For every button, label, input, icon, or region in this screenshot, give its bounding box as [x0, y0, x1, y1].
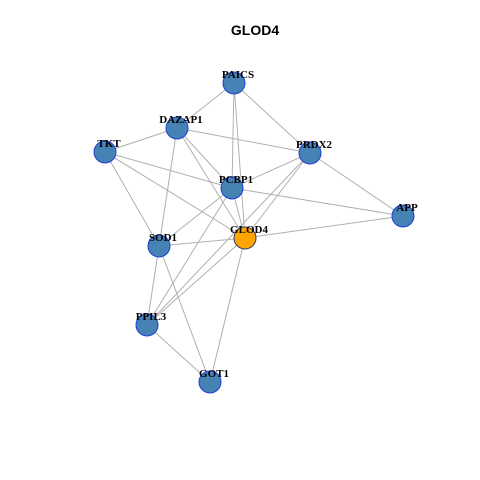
edge-paics-prdx2	[233, 82, 311, 154]
node-label-sod1: SOD1	[149, 232, 177, 244]
edge-tkt-sod1	[104, 151, 160, 247]
edge-pcbp1-ppil3	[146, 187, 233, 326]
edge-dazap1-glod4	[176, 127, 246, 239]
node-label-tkt: TKT	[97, 138, 121, 150]
edge-sod1-glod4	[158, 237, 246, 247]
node-label-dazap1: DAZAP1	[159, 114, 202, 126]
edge-dazap1-prdx2	[176, 127, 311, 154]
node-circle-ppil3	[135, 313, 159, 337]
node-circle-tkt	[93, 140, 117, 164]
node-label-got1: GOT1	[199, 368, 229, 380]
node-label-glod4: GLOD4	[230, 224, 268, 236]
node-circle-pcbp1	[220, 176, 244, 200]
edge-glod4-got1	[209, 237, 246, 383]
edge-dazap1-tkt	[104, 127, 178, 153]
node-dazap1: DAZAP1	[159, 114, 203, 140]
node-circle-prdx2	[298, 141, 322, 165]
edge-sod1-ppil3	[146, 245, 160, 326]
edge-prdx2-app	[309, 152, 404, 217]
edge-dazap1-sod1	[158, 127, 178, 247]
node-circle-dazap1	[165, 116, 189, 140]
node-label-app: APP	[396, 202, 418, 214]
edge-tkt-glod4	[104, 151, 246, 239]
edges-layer	[104, 82, 404, 383]
edge-pcbp1-sod1	[158, 187, 233, 247]
edge-glod4-ppil3	[146, 237, 246, 326]
node-circle-paics	[222, 71, 246, 95]
node-app: APP	[391, 202, 418, 228]
edge-prdx2-ppil3	[146, 152, 311, 326]
edge-paics-pcbp1	[231, 82, 235, 189]
node-label-paics: PAICS	[222, 69, 254, 81]
node-prdx2: PRDX2	[296, 139, 333, 165]
node-pcbp1: PCBP1	[219, 174, 253, 200]
node-paics: PAICS	[222, 69, 254, 95]
edge-paics-glod4	[233, 82, 246, 239]
node-label-ppil3: PPIL3	[136, 311, 167, 323]
node-got1: GOT1	[198, 368, 229, 394]
node-circle-sod1	[147, 234, 171, 258]
node-circle-app	[391, 204, 415, 228]
node-circle-got1	[198, 370, 222, 394]
edge-app-glod4	[244, 215, 404, 239]
edge-tkt-pcbp1	[104, 151, 233, 189]
edge-paics-dazap1	[176, 82, 235, 129]
edge-ppil3-got1	[146, 324, 211, 383]
edge-prdx2-pcbp1	[231, 152, 311, 189]
edge-dazap1-pcbp1	[176, 127, 233, 189]
edge-pcbp1-app	[231, 187, 404, 217]
node-label-pcbp1: PCBP1	[219, 174, 253, 186]
node-glod4: GLOD4	[230, 224, 268, 250]
diagram-title: GLOD4	[231, 22, 279, 38]
node-ppil3: PPIL3	[135, 311, 167, 337]
node-sod1: SOD1	[147, 232, 177, 258]
node-tkt: TKT	[93, 138, 121, 164]
node-circle-glod4	[233, 226, 257, 250]
edge-sod1-got1	[158, 245, 211, 383]
node-label-prdx2: PRDX2	[296, 139, 333, 151]
